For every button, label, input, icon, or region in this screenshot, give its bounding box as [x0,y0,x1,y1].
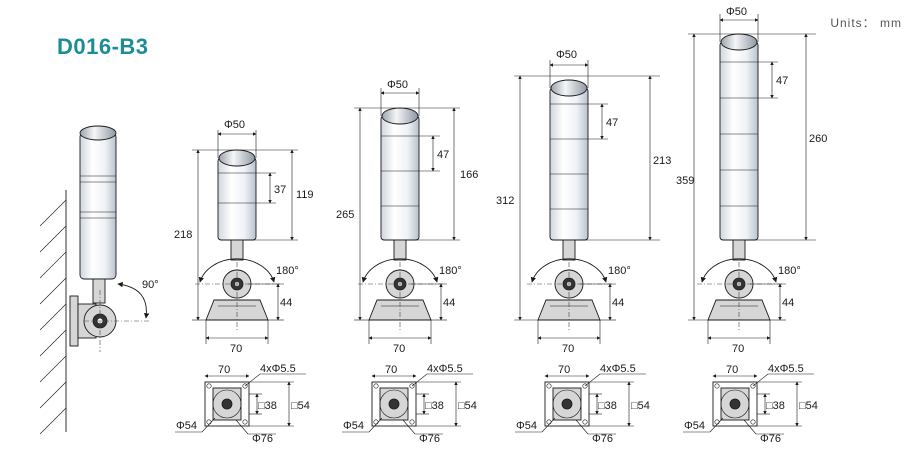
plan-4-dia-inner: Φ54 [684,420,705,432]
plan-2-holes: 4xΦ5.5 [427,363,463,375]
plan-1-dia-inner: Φ54 [176,420,197,432]
tower-2-tier: 47 [437,149,449,161]
plan-3-dia-outer: Φ76 [592,433,613,445]
plan-3-inner: □38 [598,400,617,412]
tower-3-top-to-arm: 213 [653,155,671,167]
tower-1-top-to-arm: 119 [296,189,314,201]
plan-3-width: 70 [558,364,570,376]
side-angle-label: 90° [142,279,159,291]
page-title: D016-B3 [57,34,149,59]
plan-3-dia-inner: Φ54 [516,420,537,432]
plan-1-holes: 4xΦ5.5 [260,363,296,375]
base-plan-3: 70 4xΦ5.5 □38 □54 Φ54 Φ76 [515,363,650,445]
tower-1-rotation: 180° [276,265,299,277]
tower-2-rotation: 180° [439,265,462,277]
tower-1-base-height: 44 [280,297,292,309]
plan-4-holes: 4xΦ5.5 [768,363,804,375]
base-plan-2: 70 4xΦ5.5 □38 □54 Φ54 Φ76 [342,363,477,445]
plan-1-width: 70 [218,364,230,376]
side-view: 90° [39,125,159,435]
plan-2-dia-inner: Φ54 [343,420,364,432]
plan-3-holes: 4xΦ5.5 [600,363,636,375]
tower-3-base-width: 70 [562,343,574,355]
wall-hatching [39,199,67,435]
plan-4-dia-outer: Φ76 [760,433,781,445]
plan-2-width: 70 [385,364,397,376]
tower-4-diameter: Φ50 [726,6,747,18]
plan-1-outer: □54 [291,400,310,412]
tower-2-base-height: 44 [443,297,455,309]
tower-3-base-height: 44 [612,297,624,309]
tower-4-rotation: 180° [778,265,801,277]
plan-2-outer: □54 [458,400,477,412]
plan-2-dia-outer: Φ76 [419,433,440,445]
tower-2-diameter: Φ50 [387,79,408,91]
tower-3-diameter: Φ50 [556,49,577,61]
tower-3: Φ50 312 213 47 180° 44 70 [496,49,671,355]
plan-4-inner: □38 [766,400,785,412]
plan-2-inner: □38 [425,400,444,412]
tower-1: Φ50 218 119 37 180° 44 70 [174,119,314,355]
tower-2-base-width: 70 [393,343,405,355]
tower-3-rotation: 180° [608,265,631,277]
units-label: Units： mm [830,16,902,30]
tower-2: Φ50 265 166 47 180° 44 70 [336,79,478,355]
base-plan-4: 70 4xΦ5.5 □38 □54 Φ54 Φ76 [683,363,818,445]
plan-1-inner: □38 [258,400,277,412]
tower-3-tier: 47 [606,117,618,129]
tower-4-top-to-arm: 260 [809,133,827,145]
tower-1-base-width: 70 [230,343,242,355]
tower-2-top-to-arm: 166 [460,169,478,181]
tower-4-base-height: 44 [782,297,794,309]
plan-4-outer: □54 [799,400,818,412]
tower-1-diameter: Φ50 [224,119,245,131]
tower-3-total-height: 312 [496,195,514,207]
tower-4: Φ50 359 260 47 180° 44 70 [676,6,827,355]
plan-1-dia-outer: Φ76 [252,433,273,445]
plan-4-width: 70 [726,364,738,376]
base-plan-1: 70 4xΦ5.5 □38 □54 Φ54 Φ76 [175,363,310,445]
tower-4-base-width: 70 [732,343,744,355]
tower-1-total-height: 218 [174,229,192,241]
tower-4-tier: 47 [776,75,788,87]
tower-2-total-height: 265 [336,209,354,221]
plan-3-outer: □54 [631,400,650,412]
tower-4-total-height: 359 [676,175,694,187]
tower-1-tier: 37 [274,184,286,196]
